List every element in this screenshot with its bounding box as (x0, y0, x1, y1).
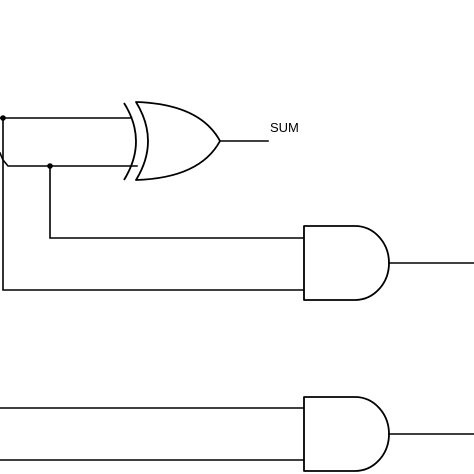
xor-gate (123, 101, 221, 181)
junction-a (0, 115, 6, 121)
sum-label: SUM (270, 120, 299, 135)
xor-gate-body (135, 101, 221, 181)
input-wire-b (0, 151, 138, 167)
and-gate-2 (303, 396, 390, 472)
and-gate-1 (303, 225, 390, 301)
xor-gate-extra-curve (123, 102, 137, 181)
junction-b (47, 163, 53, 169)
wire-b-to-and1 (49, 165, 307, 239)
wire-a-to-and1 (2, 117, 305, 291)
